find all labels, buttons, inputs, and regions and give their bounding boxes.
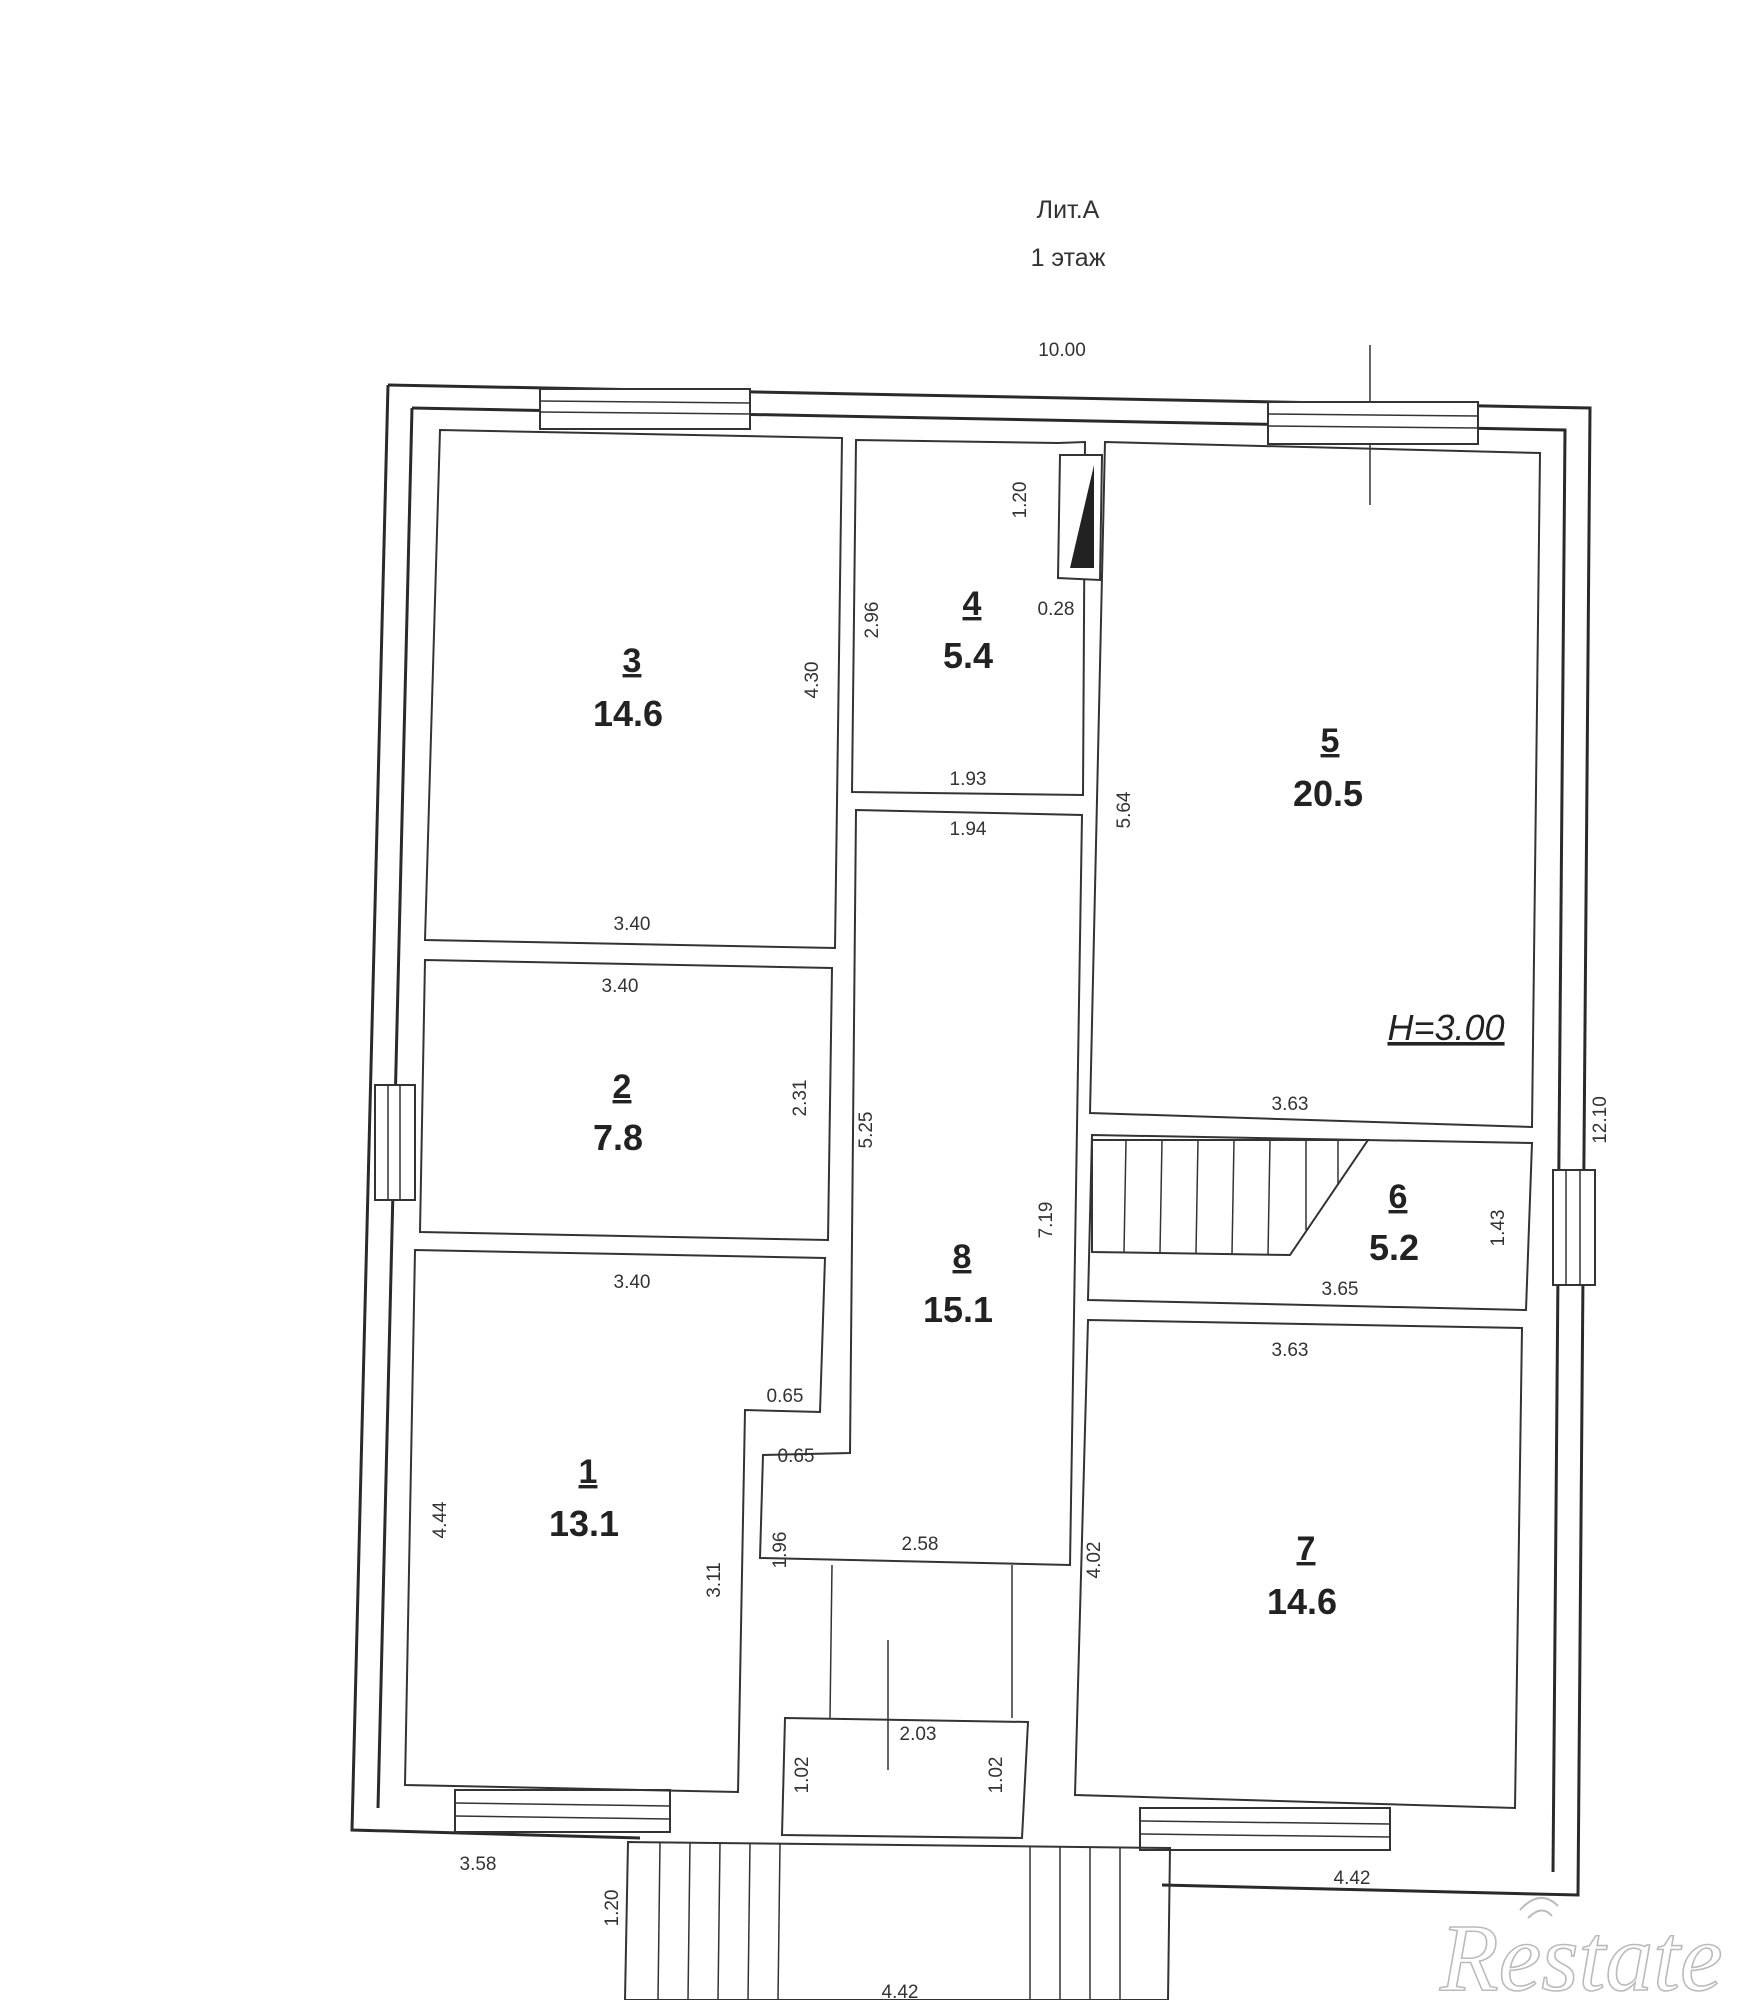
room-1-number: 1 <box>579 1453 598 1491</box>
dim-room4-height: 2.96 <box>862 602 883 639</box>
dim-hall-bottom-width: 2.58 <box>902 1534 939 1555</box>
window-bottom-right <box>1139 1807 1391 1851</box>
room-5-area: 20.5 <box>1293 773 1363 814</box>
duct-fill <box>1070 465 1094 568</box>
dim-porch-width: 4.42 <box>882 1982 919 2000</box>
dim-vestibule-right: 1.02 <box>986 1757 1007 1794</box>
dim-room6-width: 3.65 <box>1322 1279 1359 1300</box>
room-5 <box>1088 440 1542 1129</box>
dim-vestibule-left: 1.02 <box>792 1757 813 1794</box>
window-bottom-left <box>454 1789 671 1833</box>
dim-hall-right-height: 7.19 <box>1036 1202 1057 1239</box>
dim-room3-width: 3.40 <box>614 914 651 935</box>
dim-room4-duct-width: 0.28 <box>1038 599 1075 620</box>
dim-room7-width: 3.63 <box>1272 1340 1309 1361</box>
room-3-area: 14.6 <box>593 693 663 734</box>
room-6 <box>1086 1133 1534 1312</box>
dim-room5-height: 5.64 <box>1114 791 1135 828</box>
room-4 <box>850 438 1087 797</box>
room-2-area: 7.8 <box>593 1117 643 1158</box>
dim-room4-duct-height: 1.20 <box>1010 482 1031 519</box>
room-3 <box>423 428 844 950</box>
room-8-number: 8 <box>953 1238 972 1276</box>
room-1-area: 13.1 <box>549 1503 619 1544</box>
plan-title: Лит.А <box>1037 196 1100 224</box>
dim-bottom-left: 3.58 <box>460 1854 497 1875</box>
window-left <box>374 1084 416 1201</box>
room-4-area: 5.4 <box>943 635 993 676</box>
restate-watermark: Restate <box>1438 1897 1723 2000</box>
dim-overall-height: 12.10 <box>1590 1096 1611 1144</box>
dim-room1-notch-a: 0.65 <box>767 1386 804 1407</box>
dim-room6-height: 1.43 <box>1488 1210 1509 1247</box>
dim-porch-height: 1.20 <box>602 1890 623 1927</box>
staircase <box>1091 1139 1370 1257</box>
dim-room2-height: 2.31 <box>790 1080 811 1117</box>
dim-room3-height: 4.30 <box>802 662 823 699</box>
watermark-text: Restate <box>1439 1904 1723 2000</box>
dim-vestibule-width: 2.03 <box>900 1724 937 1745</box>
window-top-right <box>1267 401 1479 445</box>
dim-room1-width: 3.40 <box>614 1272 651 1293</box>
room-1 <box>403 1248 827 1794</box>
room-3-number: 3 <box>623 642 642 680</box>
dim-overall-width: 10.00 <box>1038 340 1086 361</box>
plan-floor: 1 этаж <box>1031 244 1106 272</box>
room-5-number: 5 <box>1321 722 1340 760</box>
dim-hall-width: 1.94 <box>950 819 987 840</box>
dim-hall-left-height: 5.25 <box>856 1112 877 1149</box>
dim-room5-width: 3.63 <box>1272 1094 1309 1115</box>
porch <box>623 1840 1172 2000</box>
dim-room4-width: 1.93 <box>950 769 987 790</box>
height-note: H=3.00 <box>1387 1007 1504 1048</box>
window-right <box>1552 1169 1596 1286</box>
room-7 <box>1073 1318 1524 1810</box>
room-4-number: 4 <box>963 585 982 623</box>
dim-room1-lower-height: 3.11 <box>704 1562 725 1598</box>
room-2 <box>418 958 834 1242</box>
room-6-number: 6 <box>1389 1178 1408 1216</box>
room-8 <box>758 808 1084 1567</box>
dim-bottom-right: 4.42 <box>1334 1868 1371 1889</box>
dim-hall-lower-height: 1.96 <box>770 1532 791 1569</box>
room-2-number: 2 <box>613 1068 632 1106</box>
room-6-area: 5.2 <box>1369 1227 1419 1268</box>
dim-room2-width: 3.40 <box>602 976 639 997</box>
vestibule <box>780 1716 1030 1840</box>
dim-room1-notch-b: 0.65 <box>778 1446 815 1467</box>
vestibule-wall-left <box>829 1564 833 1719</box>
window-top-left <box>539 388 751 430</box>
dim-room7-height: 4.02 <box>1084 1542 1105 1579</box>
room-7-area: 14.6 <box>1267 1581 1337 1622</box>
room-7-number: 7 <box>1297 1530 1316 1568</box>
room-8-area: 15.1 <box>923 1289 993 1330</box>
dim-room1-height: 4.44 <box>430 1501 451 1538</box>
